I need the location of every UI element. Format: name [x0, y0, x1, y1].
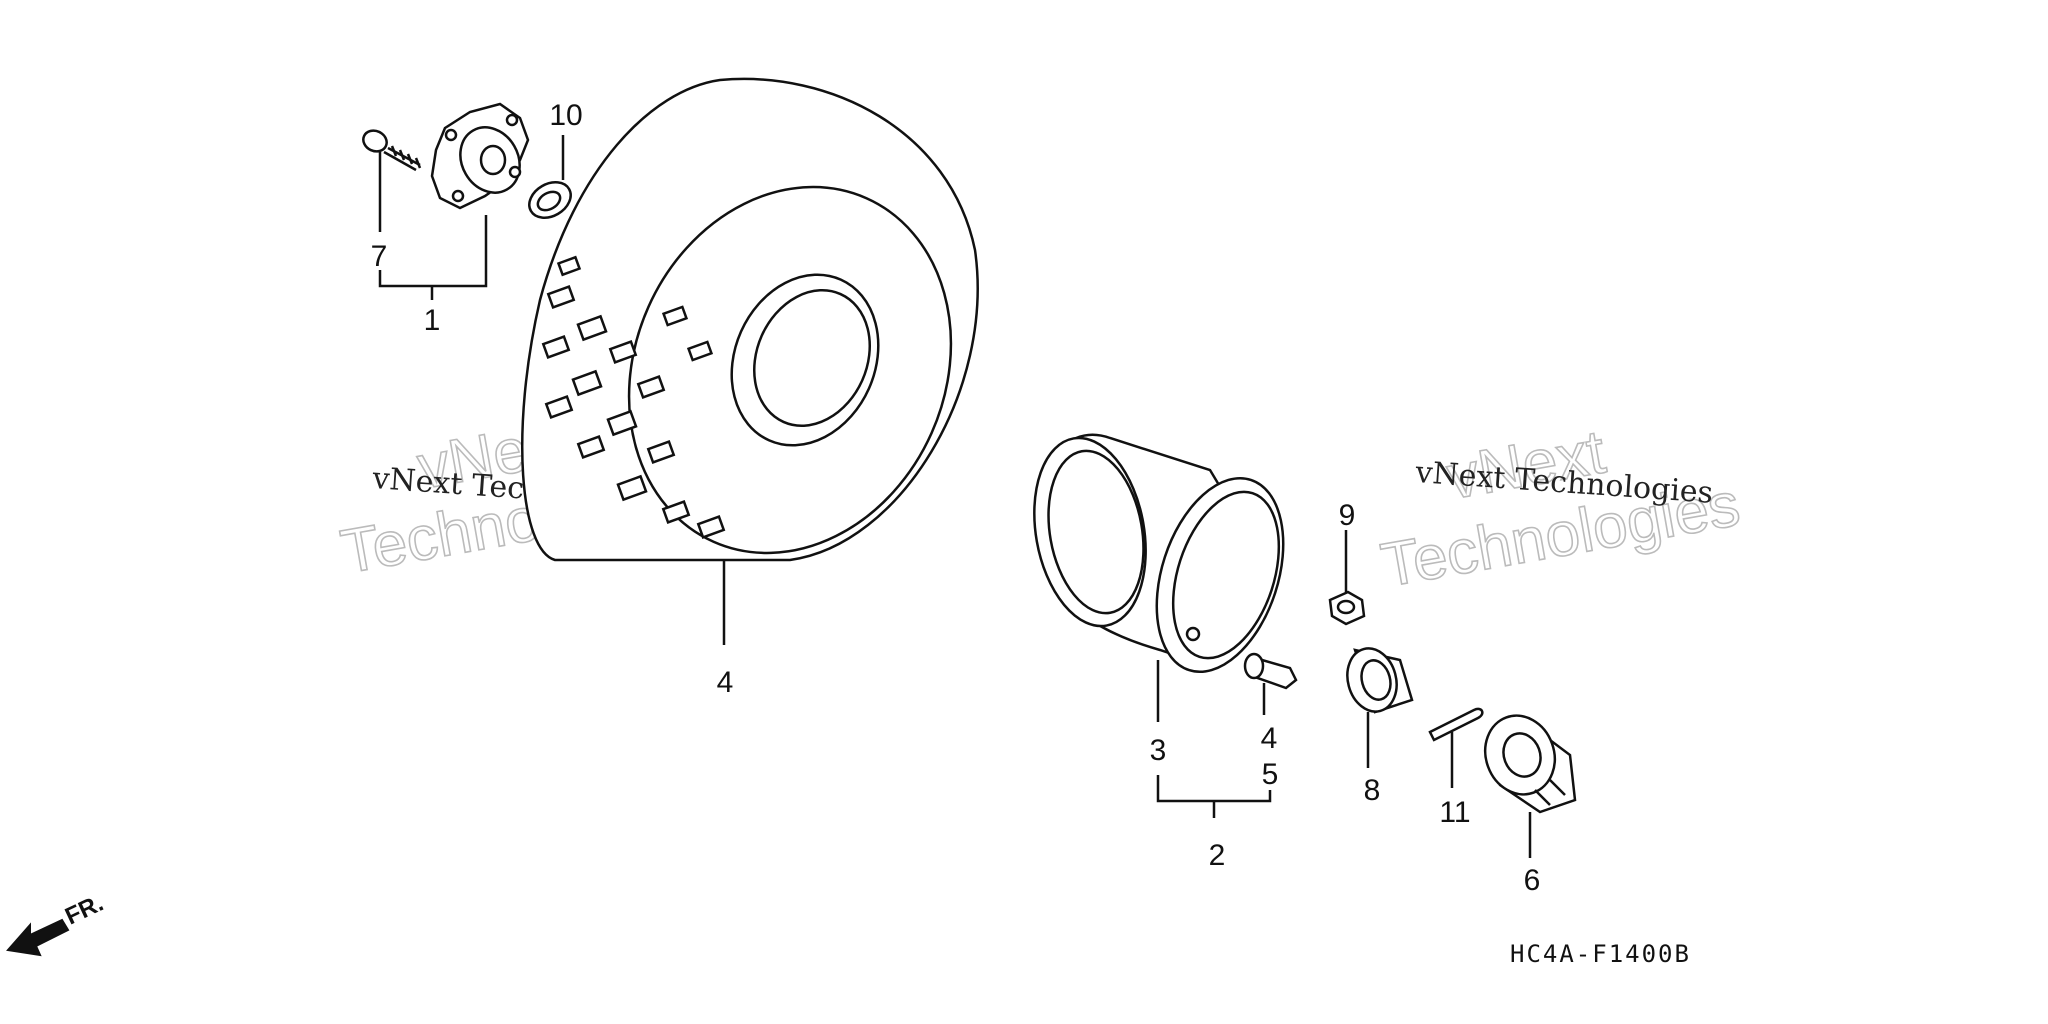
callout-6: 6: [1524, 864, 1541, 897]
cotter-pin-part: [1428, 707, 1484, 742]
callout-5: 5: [1262, 758, 1279, 791]
callout-2: 2: [1209, 839, 1226, 872]
valve-part: [1243, 652, 1298, 690]
front-label: FR.: [61, 890, 107, 931]
callout-4-tire: 4: [717, 666, 734, 699]
callout-8: 8: [1364, 774, 1381, 807]
callout-1: 1: [424, 304, 441, 337]
bolt-part: [362, 129, 422, 172]
callout-7: 7: [371, 240, 388, 273]
seal-part: [528, 181, 572, 219]
leader-lines: [378, 135, 1532, 858]
cap-part: [1483, 714, 1577, 814]
callout-3: 3: [1150, 734, 1167, 767]
callout-4-valve: 4: [1261, 722, 1278, 755]
callout-11: 11: [1439, 796, 1470, 829]
nut-part: [1328, 590, 1366, 626]
front-arrow-icon: [6, 918, 70, 957]
tire-tread: [541, 255, 726, 539]
diagram-code: HC4A-F1400B: [1510, 940, 1691, 968]
hub-part: [430, 102, 530, 210]
tire-part: [521, 77, 979, 562]
nutcap-part: [1346, 647, 1414, 714]
callout-9: 9: [1339, 499, 1356, 532]
rim-part: [1033, 433, 1285, 674]
callout-10: 10: [549, 99, 582, 132]
